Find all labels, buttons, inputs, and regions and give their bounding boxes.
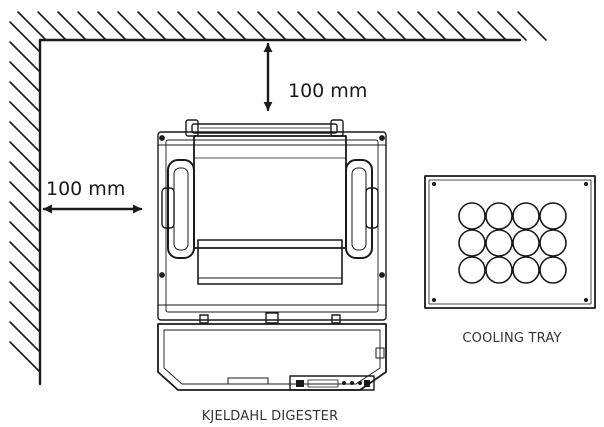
hatch-line [9,281,41,313]
hatch-line [137,11,167,41]
hatch-line [257,11,287,41]
digester-caption: KJELDAHL DIGESTER [202,409,339,424]
hatch-line [377,11,407,41]
hatch-line [9,161,41,193]
tube-hole [485,229,513,257]
tube-hole [458,202,486,230]
hatch-line [337,11,367,41]
hatch-line [437,11,467,41]
tube-hole [539,202,567,230]
hatch-line [397,11,427,41]
hatch-line [157,11,187,41]
hatch-line [217,11,247,41]
tube-holes [458,202,567,284]
hatch-line [317,11,347,41]
hatch-line [17,11,47,41]
hatch-line [9,121,41,153]
hatch-line [9,81,41,113]
wall-corner [9,11,547,386]
cooling-tray-caption: COOLING TRAY [462,331,561,346]
hatch-line [9,241,41,273]
hatch-line [517,11,547,41]
hatch-line [9,181,41,213]
hatch-line [9,261,41,293]
hatch-line [497,11,527,41]
hatch-line [9,21,41,53]
cooling-tray-drawing [424,175,596,309]
tube-hole [539,256,567,284]
hatch-line [9,341,41,373]
wall-line [38,38,522,386]
hatch-line [457,11,487,41]
hatch-line [357,11,387,41]
top-clearance-label: 100 mm [288,80,367,102]
hatch-line [477,11,507,41]
ceiling-hatching [17,11,547,41]
hatch-line [9,141,41,173]
side-clearance-label: 100 mm [46,178,125,200]
tube-hole [539,229,567,257]
hatch-line [37,11,67,41]
hatch-line [57,11,87,41]
hatch-line [97,11,127,41]
tube-hole [512,229,540,257]
hatch-line [417,11,447,41]
hatch-line [9,41,41,73]
hatch-line [177,11,207,41]
tube-hole [512,256,540,284]
hatch-line [9,201,41,233]
hatch-line [117,11,147,41]
tube-hole [458,229,486,257]
tube-hole [458,256,486,284]
kjeldahl-digester-drawing [157,119,387,391]
hatch-line [9,301,41,333]
hatch-line [9,61,41,93]
hatch-line [197,11,227,41]
hatch-line [297,11,327,41]
tube-hole [485,256,513,284]
wall-hatching [9,21,41,373]
tube-hole [485,202,513,230]
hatch-line [9,321,41,353]
tube-hole [512,202,540,230]
hatch-line [277,11,307,41]
hatch-line [9,221,41,253]
hatch-line [9,101,41,133]
hatch-line [77,11,107,41]
hatch-line [237,11,267,41]
